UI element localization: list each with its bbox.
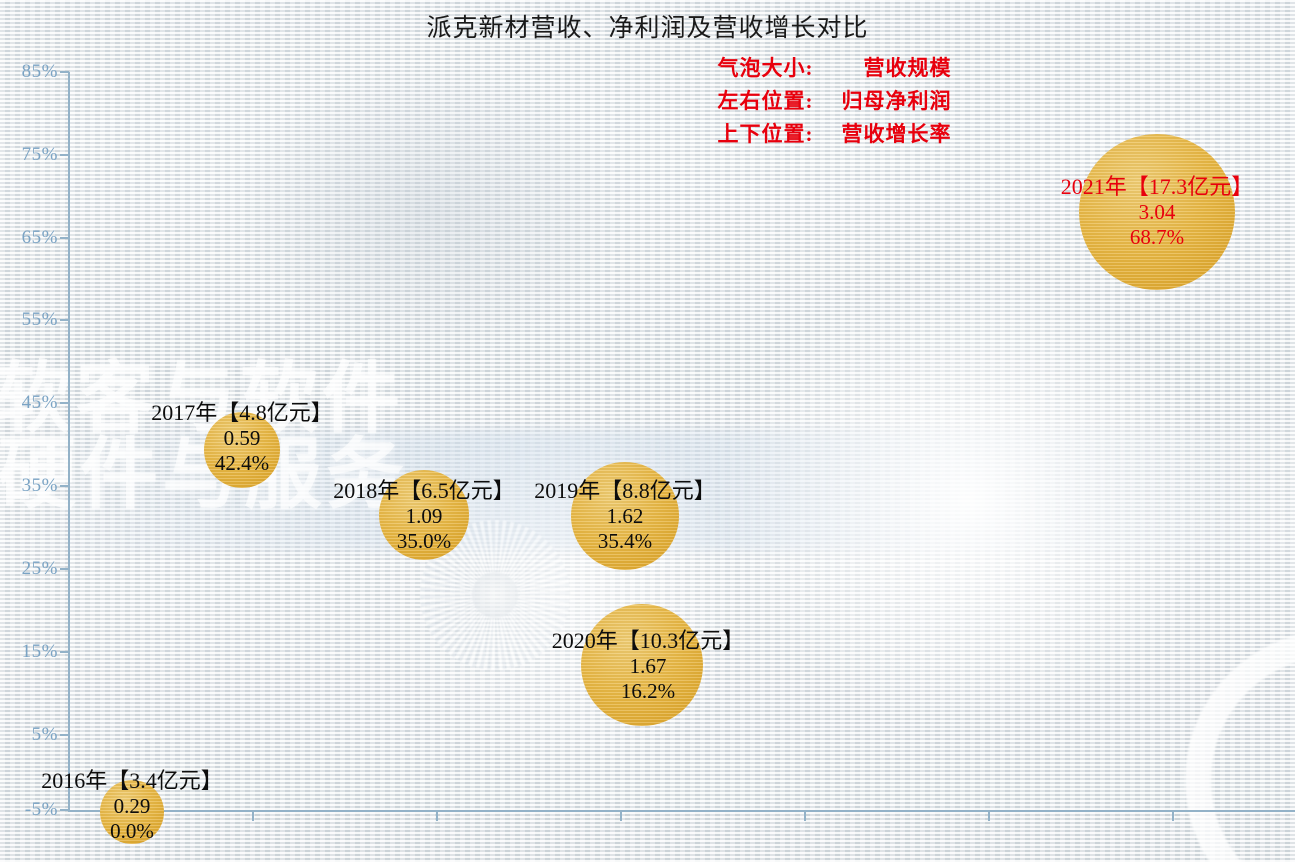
y-axis-label: 85% <box>21 61 58 82</box>
y-axis-label: 5% <box>31 724 58 745</box>
y-axis-tick <box>60 154 69 156</box>
bubble-2016年[interactable] <box>100 780 164 844</box>
y-axis-tick <box>60 71 69 73</box>
x-axis-tick <box>252 812 254 821</box>
bubble-2019年[interactable] <box>571 462 679 570</box>
y-axis-tick <box>60 568 69 570</box>
y-axis-label: 35% <box>21 475 58 496</box>
y-axis-tick <box>60 402 69 404</box>
legend-row-bubble-size: 气泡大小: 营收规模 <box>0 52 1295 82</box>
x-axis-tick <box>804 812 806 821</box>
y-axis-label: 15% <box>21 641 58 662</box>
y-axis-tick <box>60 237 69 239</box>
x-axis-tick <box>988 812 990 821</box>
y-axis-tick <box>60 734 69 736</box>
legend-key-x-position: 左右位置: <box>717 89 814 113</box>
y-axis-label: 65% <box>21 227 58 248</box>
y-axis-label: 55% <box>21 309 58 330</box>
legend-value-y-position: 营收增长率 <box>841 122 952 146</box>
x-axis-line <box>68 810 1295 812</box>
legend-key-y-position: 上下位置: <box>717 122 814 146</box>
legend-row-x-position: 左右位置: 归母净利润 <box>0 85 1295 115</box>
legend-value-bubble-size: 营收规模 <box>863 56 952 80</box>
y-axis-tick <box>60 319 69 321</box>
y-axis-tick <box>60 809 69 811</box>
legend-row-y-position: 上下位置: 营收增长率 <box>0 118 1295 148</box>
y-axis-label: 45% <box>21 392 58 413</box>
x-axis-tick <box>436 812 438 821</box>
legend-value-x-position: 归母净利润 <box>841 89 952 113</box>
bubble-2020年[interactable] <box>581 604 703 726</box>
y-axis-tick <box>60 651 69 653</box>
y-axis-label: 25% <box>21 558 58 579</box>
y-axis-label: 75% <box>21 144 58 165</box>
x-axis-tick <box>620 812 622 821</box>
chart-title: 派克新材营收、净利润及营收增长对比 <box>426 15 869 42</box>
bubble-2017年[interactable] <box>204 412 280 488</box>
x-axis-tick <box>1172 812 1174 821</box>
bubble-2018年[interactable] <box>379 470 469 560</box>
y-axis-label: -5% <box>24 799 58 820</box>
legend-key-bubble-size: 气泡大小: <box>717 56 814 80</box>
y-axis-line <box>68 72 70 812</box>
y-axis-tick <box>60 485 69 487</box>
bubble-2021年[interactable] <box>1079 134 1235 290</box>
